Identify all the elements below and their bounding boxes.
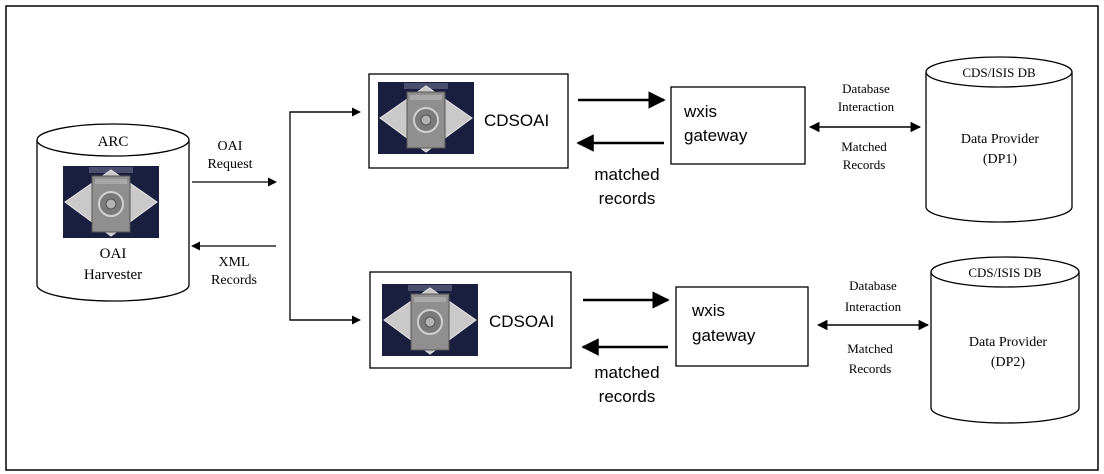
- server-computer-icon: [377, 81, 475, 155]
- harvester-cylinder: ARC OAI Harvester: [36, 123, 190, 302]
- database-cylinder-2: CDS/ISIS DB Data Provider (DP2): [930, 256, 1080, 424]
- gateway-line2-1: gateway: [684, 126, 748, 145]
- wxis-gateway-2: wxis gateway: [675, 286, 809, 367]
- db-label-line1-1: Data Provider: [961, 132, 1039, 147]
- matched-line1-1: Matched: [841, 139, 887, 154]
- wxis-gateway-1: wxis gateway: [670, 86, 806, 165]
- matched-line2-1: Records: [843, 157, 886, 172]
- harvester-label-line2: Harvester: [84, 267, 142, 283]
- xml-records-line2: Records: [211, 273, 257, 288]
- db-interaction-2: Database Interaction Matched Records: [816, 278, 930, 376]
- matched-records-line1-1: matched: [594, 165, 659, 184]
- harvester-header: ARC: [98, 134, 129, 150]
- db-interaction-line1-2: Database: [849, 278, 897, 293]
- xml-records-line1: XML: [218, 255, 249, 270]
- matched-line1-2: Matched: [847, 341, 893, 356]
- cdsoai-label-1: CDSOAI: [484, 111, 549, 130]
- cdsoai-server-2: CDSOAI: [369, 271, 572, 369]
- oai-request-line2: Request: [207, 157, 252, 172]
- db-label-line2-1: (DP1): [983, 152, 1018, 167]
- db-header-1: CDS/ISIS DB: [962, 65, 1036, 80]
- db-interaction-line1-1: Database: [842, 81, 890, 96]
- matched-records-line1-2: matched: [594, 363, 659, 382]
- server-computer-icon: [62, 165, 160, 239]
- database-cylinder-1: CDS/ISIS DB Data Provider (DP1): [925, 56, 1073, 223]
- db-label-line1-2: Data Provider: [969, 335, 1047, 350]
- db-interaction-line2-1: Interaction: [838, 99, 895, 114]
- gateway-line1-1: wxis: [683, 102, 717, 121]
- db-header-2: CDS/ISIS DB: [968, 265, 1042, 280]
- db-label-line2-2: (DP2): [991, 355, 1026, 370]
- matched-line2-2: Records: [849, 361, 892, 376]
- oai-request-line1: OAI: [218, 139, 243, 154]
- db-interaction-1: Database Interaction Matched Records: [808, 81, 922, 172]
- cdsoai-server-1: CDSOAI: [368, 73, 569, 169]
- harvester-label-line1: OAI: [100, 246, 127, 262]
- diagram-frame: [5, 5, 1099, 471]
- matched-records-line2-2: records: [599, 387, 656, 406]
- server-computer-icon: [381, 283, 479, 357]
- branch-connector: [289, 107, 361, 325]
- db-interaction-line2-2: Interaction: [845, 299, 902, 314]
- cdsoai-label-2: CDSOAI: [489, 312, 554, 331]
- oai-request-arrow: OAI Request: [192, 139, 277, 187]
- gateway-line2-2: gateway: [692, 326, 756, 345]
- matched-records-line2-1: records: [599, 189, 656, 208]
- gateway-line1-2: wxis: [691, 301, 725, 320]
- xml-records-arrow: XML Records: [191, 241, 276, 288]
